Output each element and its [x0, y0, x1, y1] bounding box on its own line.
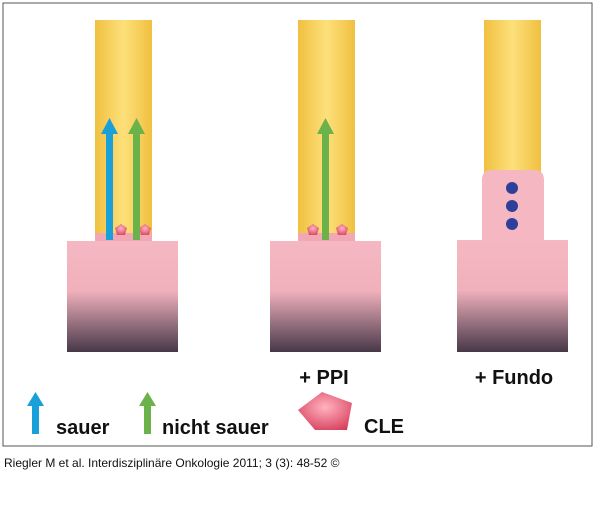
panel-label-3: + Fundo [475, 367, 553, 389]
acid-arrow-1 [101, 118, 118, 240]
legend: sauer nicht sauer CLE [27, 392, 404, 439]
legend-acid-arrow-icon [27, 392, 44, 434]
stomach-1 [67, 241, 178, 352]
nonacid-arrow-1 [128, 118, 145, 240]
esophagus-3 [484, 20, 541, 175]
stomach-2 [270, 241, 381, 352]
legend-nonacid-label: nicht sauer [162, 417, 269, 439]
fundo-dot-3 [506, 218, 518, 230]
panel-3: + Fundo [457, 20, 568, 389]
cle-1a [115, 224, 127, 235]
fundo-dot-2 [506, 200, 518, 212]
stomach-3 [457, 240, 568, 352]
cle-2b [336, 224, 348, 235]
legend-cle-label: CLE [364, 416, 404, 438]
nonacid-arrow-2 [317, 118, 334, 240]
cle-2a [307, 224, 319, 235]
cle-band-1 [95, 233, 152, 241]
panel-2: + PPI [270, 20, 381, 389]
citation-caption: Riegler M et al. Interdisziplinäre Onkol… [4, 456, 340, 470]
legend-acid-label: sauer [56, 417, 110, 439]
cle-1b [139, 224, 151, 235]
panel-label-2: + PPI [299, 367, 348, 389]
legend-nonacid-arrow-icon [139, 392, 156, 434]
legend-cle-pentagon-icon [298, 392, 352, 430]
fundo-dot-1 [506, 182, 518, 194]
panel-1 [67, 20, 178, 352]
